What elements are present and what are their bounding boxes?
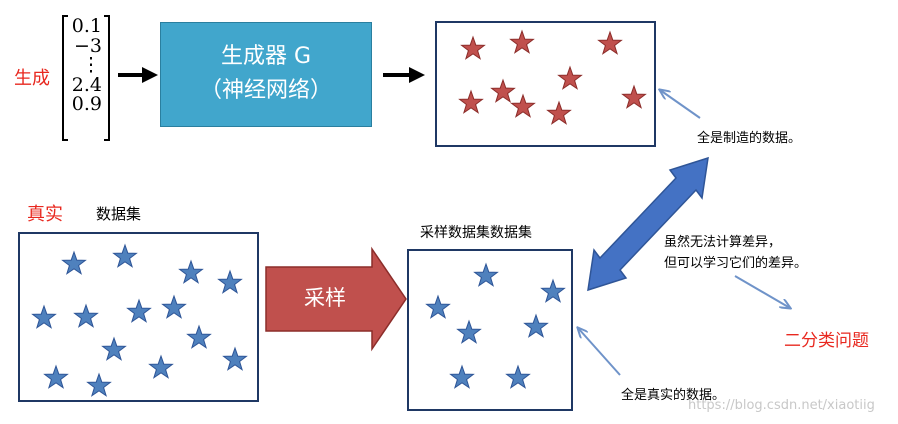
vector-entry: −3 <box>73 34 102 57</box>
vector-entry: 0.9 <box>71 93 102 115</box>
dataset-label: 数据集 <box>96 205 142 223</box>
vector-to-generator-arrow <box>118 67 158 83</box>
real-note: 全是真实的数据。 <box>621 388 726 403</box>
generator-title: 生成器 G <box>220 44 312 69</box>
vector-entry: ⋮ <box>81 54 101 76</box>
generation-label: 生成 <box>14 68 50 89</box>
binary-arrow <box>734 275 790 308</box>
fake-note-arrow <box>660 90 701 119</box>
generated-data-box <box>435 21 656 147</box>
compare-double-arrow <box>587 156 709 292</box>
vector-right-bracket <box>104 15 110 141</box>
real-label: 真实 <box>27 204 63 225</box>
sampled-set-label: 采样数据集数据集 <box>420 225 532 241</box>
watermark: https://blog.csdn.net/xiaotiig <box>688 398 875 413</box>
difference-note-line1: 虽然无法计算差异， <box>664 235 782 250</box>
vector-entry: 2.4 <box>71 73 102 96</box>
real-note-arrow <box>578 328 621 376</box>
fake-note: 全是制造的数据。 <box>697 131 802 146</box>
generator-subtitle: （神经网络） <box>199 78 332 103</box>
binary-classification-label: 二分类问题 <box>784 331 869 351</box>
latent-vector: 0.1 −3 ⋮ 2.4 0.9 <box>64 15 102 115</box>
vector-left-bracket <box>62 15 68 141</box>
generator-to-output-arrow <box>383 67 425 83</box>
sample-arrow-label: 采样 <box>304 286 346 310</box>
generator-box: 生成器 G （神经网络） <box>160 22 372 127</box>
sample-arrow <box>265 246 407 352</box>
vector-entry: 0.1 <box>71 15 102 37</box>
difference-note-line2: 但可以学习它们的差异。 <box>664 256 808 271</box>
